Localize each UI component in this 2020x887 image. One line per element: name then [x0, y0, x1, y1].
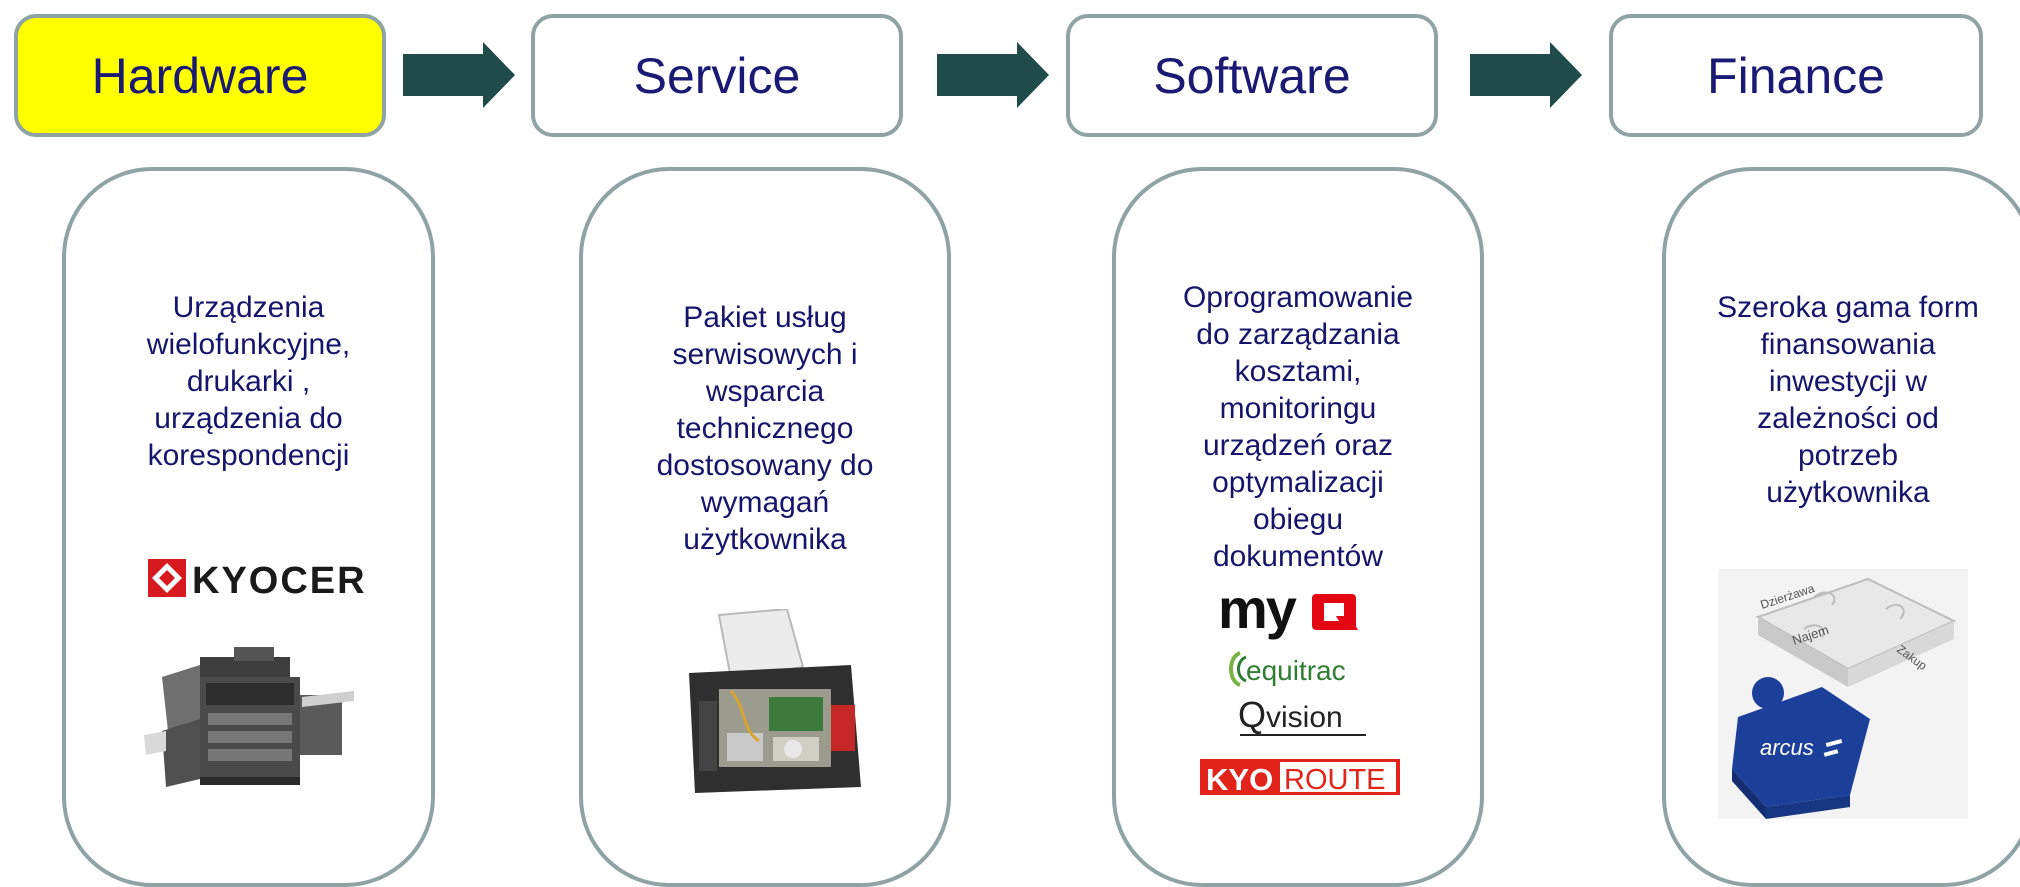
card-hardware: Urządzenia wielofunkcyjne, drukarki , ur…: [62, 167, 435, 887]
stage-hardware-label: Hardware: [91, 47, 309, 104]
kyoroute-logo-route: ROUTE: [1284, 764, 1386, 796]
puzzle-brand-text: arcus: [1760, 735, 1814, 760]
kyoroute-logo: KYO ROUTE: [1200, 759, 1400, 797]
card-hardware-text: Urządzenia wielofunkcyjne, drukarki , ur…: [146, 291, 351, 472]
qvision-logo-q: Q: [1238, 694, 1266, 735]
arrow-right-icon: [937, 42, 1049, 108]
card-software-text: Oprogramowanie do zarządzania kosztami, …: [1182, 281, 1414, 573]
stage-service-label: Service: [633, 47, 801, 104]
kyoroute-logo-kyo: KYO: [1206, 762, 1273, 797]
service-device-image: [689, 609, 861, 793]
equitrac-logo-text: equitrac: [1246, 655, 1346, 686]
printer-image: [144, 647, 354, 787]
card-service-text: Pakiet usług serwisowych i wsparcia tech…: [656, 301, 874, 556]
arrow-right-icon: [403, 42, 515, 108]
stage-software[interactable]: Software: [1066, 14, 1438, 137]
card-software: Oprogramowanie do zarządzania kosztami, …: [1112, 167, 1484, 887]
arrow-right-icon: [1470, 42, 1582, 108]
qvision-logo-text: vision: [1266, 701, 1343, 734]
stage-finance-label: Finance: [1707, 47, 1885, 104]
stage-software-label: Software: [1153, 47, 1351, 104]
equitrac-logo: equitrac: [1229, 651, 1346, 687]
kyocera-logo: KYOCERA: [148, 559, 366, 601]
myq-logo-text: my: [1218, 586, 1297, 640]
card-finance: Szeroka gama form finansowania inwestycj…: [1662, 167, 2020, 887]
qvision-logo: Q vision: [1238, 694, 1366, 736]
card-service: Pakiet usług serwisowych i wsparcia tech…: [579, 167, 951, 887]
kyocera-logo-text: KYOCERA: [192, 560, 366, 601]
stage-service[interactable]: Service: [531, 14, 903, 137]
stage-finance[interactable]: Finance: [1609, 14, 1983, 137]
card-finance-text: Szeroka gama form finansowania inwestycj…: [1717, 291, 1979, 509]
puzzle-image: Dzierżawa Najem Zakup arcus: [1718, 569, 1968, 819]
stage-hardware[interactable]: Hardware: [14, 14, 386, 137]
myq-logo: my: [1218, 586, 1358, 640]
